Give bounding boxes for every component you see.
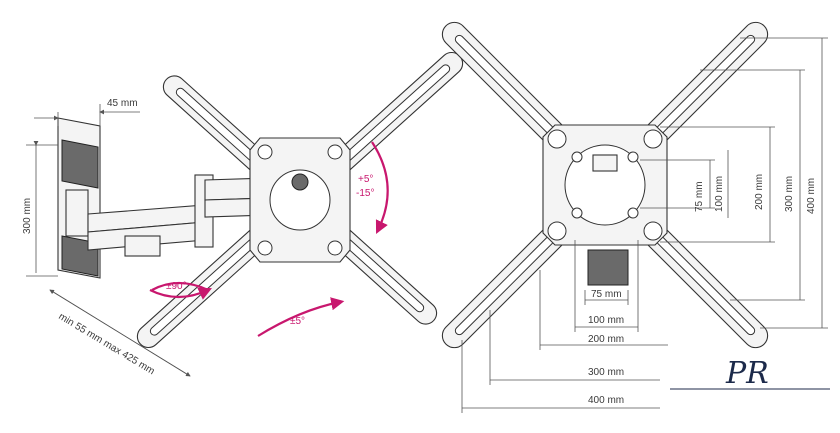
- hdim-300: 300 mm: [588, 367, 624, 378]
- vesa-bracket: [136, 51, 464, 349]
- hdim-100: 100 mm: [588, 315, 624, 326]
- hdim-75: 75 mm: [591, 289, 622, 300]
- hdim-400: 400 mm: [588, 395, 624, 406]
- dim-300-side: 300 mm: [22, 198, 33, 234]
- swivel-arrow: [149, 287, 212, 300]
- tilt-up-label: +5°: [358, 174, 373, 185]
- vdim-400: 400 mm: [806, 178, 817, 214]
- logo-text: PR: [725, 356, 769, 391]
- vdim-300: 300 mm: [784, 176, 795, 212]
- arm-housing: [587, 249, 629, 286]
- tilt-down-label: -15°: [356, 188, 374, 199]
- rotation-arrow: [257, 297, 345, 337]
- brand-logo: PR: [670, 356, 830, 391]
- hdim-200: 200 mm: [588, 334, 624, 345]
- front-view: 75 mm 100 mm 200 mm 300 mm 400 mm 75 mm …: [441, 21, 828, 413]
- tilt-arrow: [371, 141, 389, 234]
- wall-plate: [57, 117, 101, 279]
- side-view: 45 mm 300 mm min 55 mm max 425 mm ±90° +…: [22, 51, 464, 377]
- dim-45: 45 mm: [107, 98, 138, 109]
- vdim-75: 75 mm: [694, 181, 705, 212]
- vdim-200: 200 mm: [754, 174, 765, 210]
- vdim-100: 100 mm: [714, 176, 725, 212]
- swivel-label: ±90°: [166, 281, 187, 292]
- rotation-label: ±5°: [290, 316, 305, 327]
